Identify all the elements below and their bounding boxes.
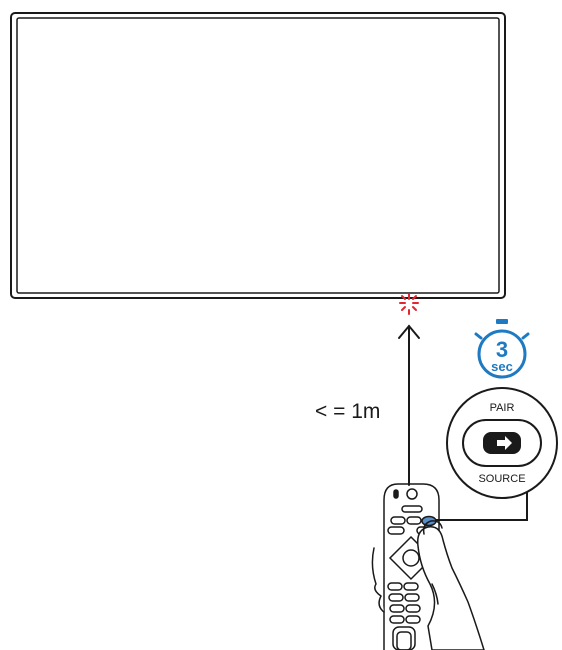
tv-screen bbox=[10, 12, 506, 299]
distance-label: < = 1m bbox=[315, 400, 380, 423]
remote-control bbox=[383, 483, 440, 650]
source-label: SOURCE bbox=[478, 473, 525, 485]
hand bbox=[371, 520, 485, 650]
timer-value: 3 bbox=[496, 337, 508, 362]
pair-label: PAIR bbox=[490, 402, 515, 414]
callout-leader-line bbox=[436, 482, 528, 521]
source-input-icon bbox=[483, 432, 521, 454]
ir-receiver-icon bbox=[399, 293, 419, 315]
timer-unit: sec bbox=[491, 359, 513, 374]
pair-source-callout: PAIR SOURCE bbox=[446, 387, 558, 499]
stopwatch-icon: 3 sec bbox=[474, 319, 530, 379]
signal-arrow bbox=[398, 324, 420, 486]
